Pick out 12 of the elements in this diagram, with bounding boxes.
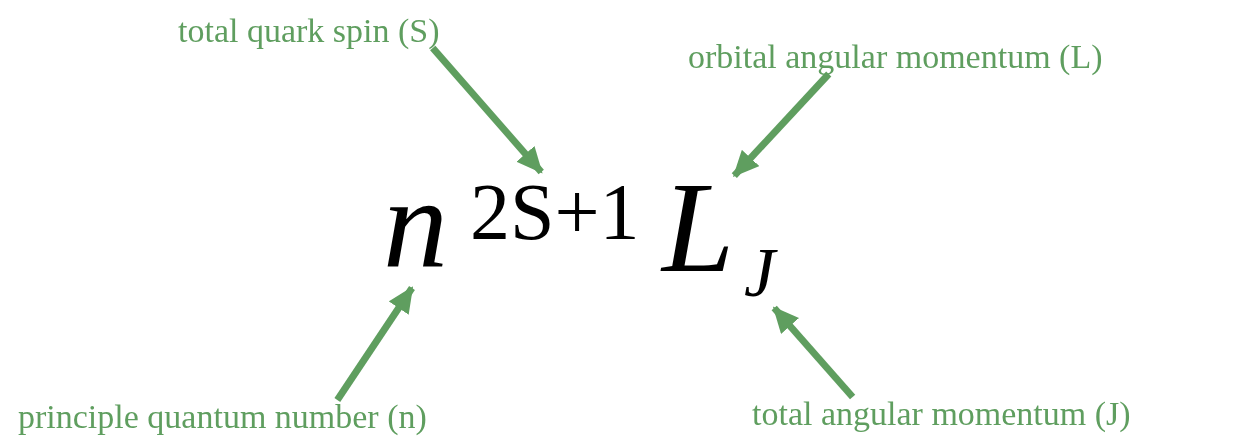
- annotation-label: principle quantum number (n): [18, 400, 427, 434]
- arrow: [430, 45, 544, 175]
- annotation-label: orbital angular momentum (L): [688, 40, 1103, 74]
- formula-symbol: L: [662, 162, 735, 292]
- formula-symbol: 2S+1: [470, 172, 640, 252]
- arrow: [771, 305, 856, 400]
- annotation-label: total quark spin (S): [178, 14, 440, 48]
- formula-symbol: J: [744, 238, 776, 308]
- arrow: [731, 71, 832, 178]
- annotation-label: total angular momentum (J): [752, 397, 1131, 431]
- arrow: [334, 286, 415, 402]
- formula-symbol: n: [383, 158, 448, 288]
